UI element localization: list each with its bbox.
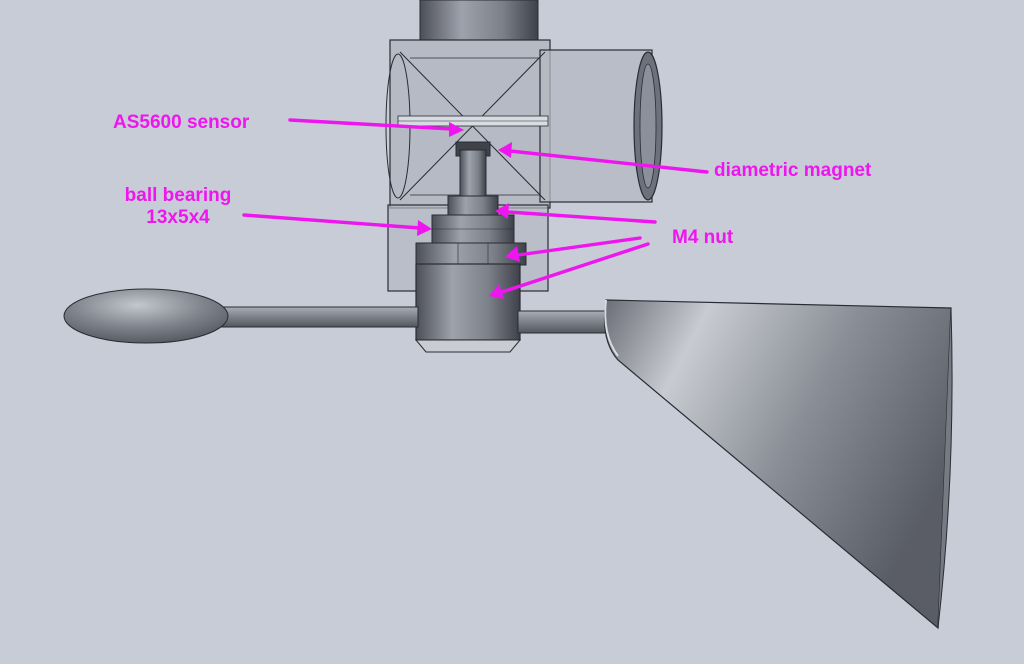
tail-fin [603,299,953,630]
magnet-arrow [498,142,709,174]
nut-arrow-lower [489,242,650,299]
mast-pipe [419,0,539,41]
label-as5600-sensor: AS5600 sensor [113,112,250,133]
nut-arrow-upper [495,203,657,224]
hub [415,263,521,341]
nut-arrow-middle [505,236,642,262]
label-ball-bearing-line2: 13x5x4 [146,207,210,228]
label-ball-bearing-line1: ball bearing [124,185,232,206]
upper-nut [447,195,499,217]
label-m4-nut: M4 nut [672,227,734,248]
shaft [459,149,487,199]
label-diametric-magnet: diametric magnet [714,160,872,181]
counterweight-rod [217,306,419,328]
label-ball-bearing: ball bearing 13x5x4 [110,185,246,229]
bearing-arrow [242,213,432,236]
sensor-arrow [288,118,464,137]
counterweight [63,288,229,344]
tail-rod [517,310,611,334]
annotation-arrows [242,118,709,299]
tee-housing [385,39,663,209]
